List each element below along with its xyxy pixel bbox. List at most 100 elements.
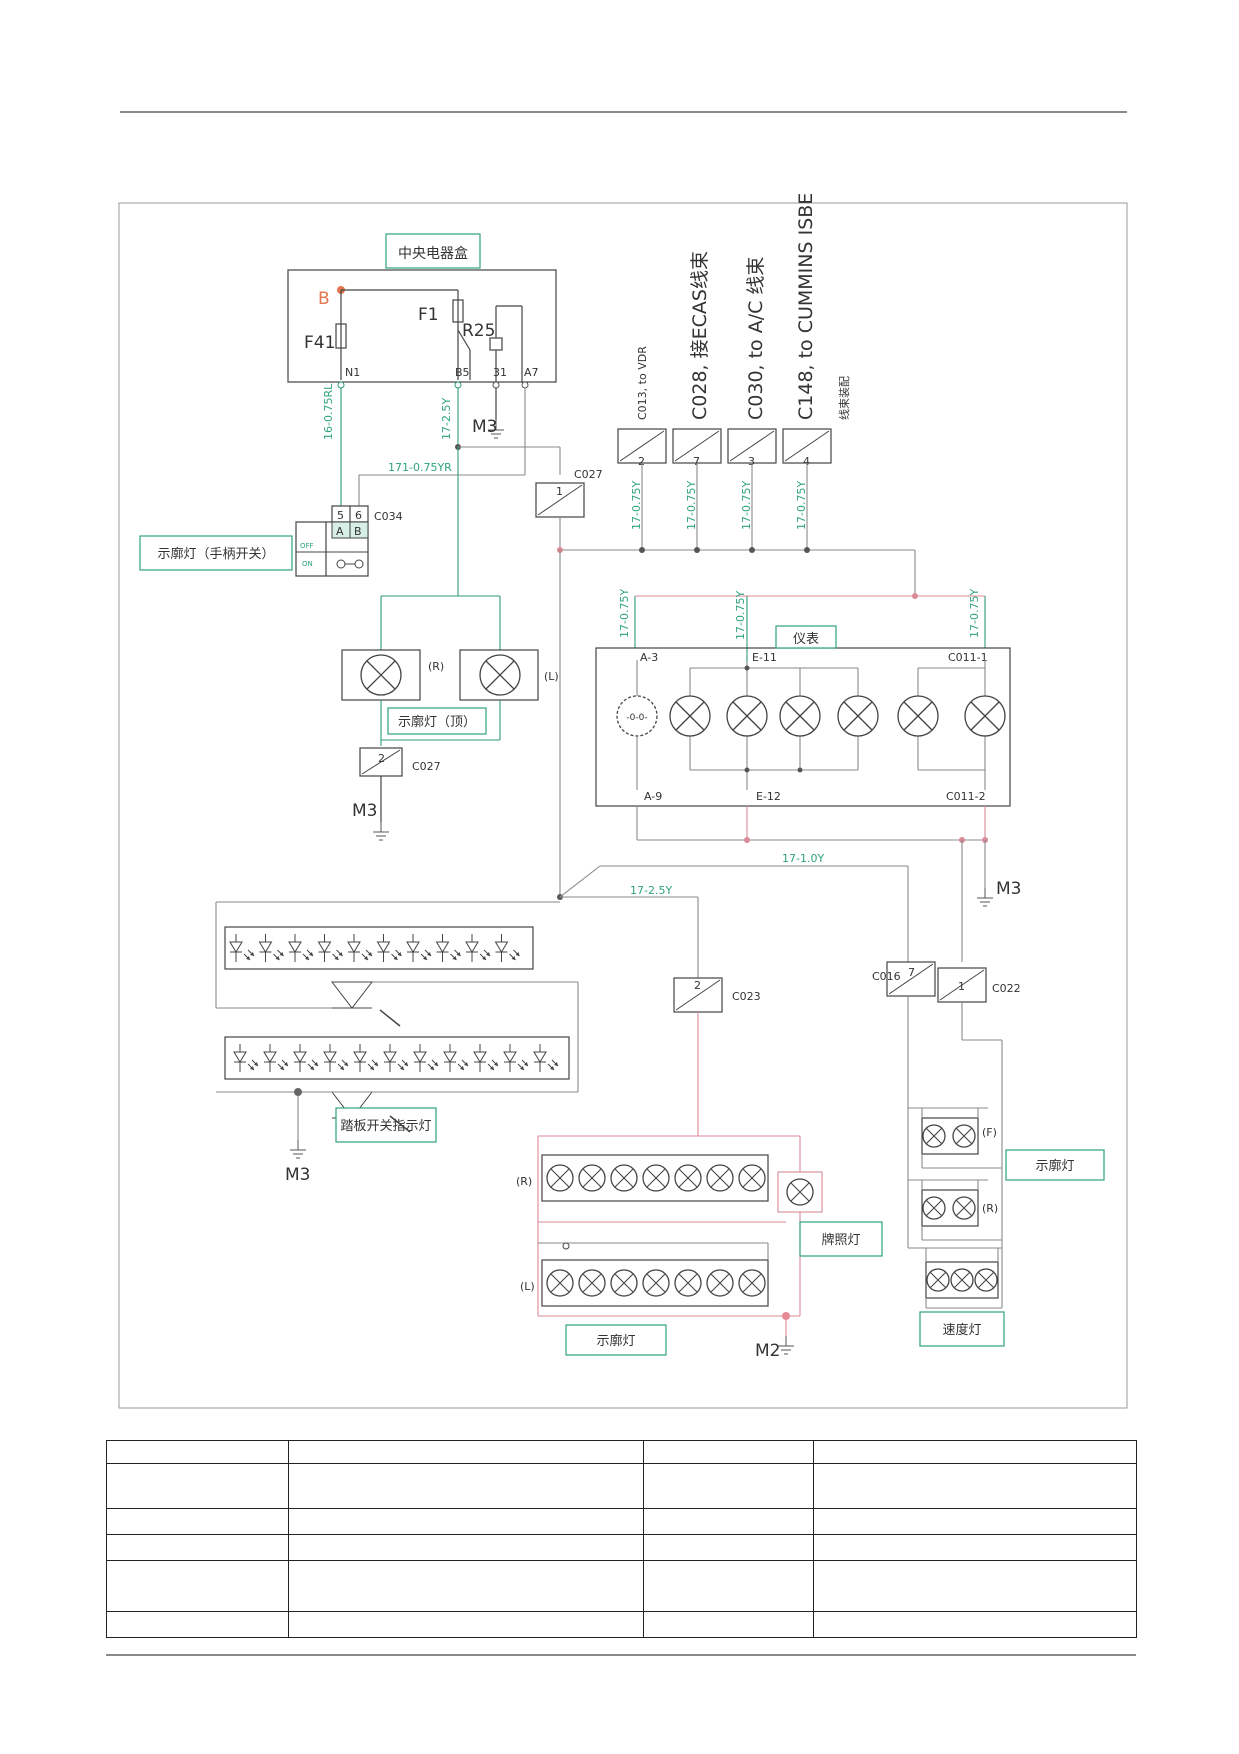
table-cell	[813, 1440, 1137, 1464]
indicator-led-bottom-7	[443, 1043, 469, 1073]
pin-b5: B5	[455, 366, 470, 379]
table-cell	[106, 1534, 289, 1561]
top-marker-lamp-r	[360, 654, 402, 696]
table-cell	[288, 1560, 644, 1612]
c027-top-label: C027	[574, 468, 603, 481]
inst-lamp-4	[837, 695, 879, 737]
pin-5: 5	[337, 509, 344, 522]
table-cell	[643, 1560, 814, 1612]
side-marker-f-2	[952, 1124, 976, 1148]
table-row	[106, 1440, 1137, 1464]
top-marker-lamp-l	[479, 654, 521, 696]
pin-a: A	[336, 525, 344, 538]
indicator-led-bottom-3	[323, 1043, 349, 1073]
inst-e12: E-12	[756, 790, 781, 803]
rear-marker-l-6	[738, 1269, 766, 1297]
ground-m3-top: M3	[472, 417, 497, 437]
inst-a9: A-9	[644, 790, 662, 803]
top-marker-lamps: (R) (L) 示廓灯（顶） 2 C027 M3	[341, 595, 559, 841]
wire-17-25y-mid: 17-2.5Y	[630, 884, 672, 897]
c022-label: C022	[992, 982, 1021, 995]
table-row	[106, 1463, 1137, 1509]
table-cell	[106, 1463, 289, 1509]
relay-r25-label: R25	[462, 321, 495, 341]
side-marker-r-2	[952, 1196, 976, 1220]
rear-marker-l-2	[610, 1269, 638, 1297]
inst-c011-2: C011-2	[946, 790, 986, 803]
diagram-frame	[118, 202, 1128, 1409]
ground-m3-mid: M3	[352, 801, 377, 821]
fuse-f41	[335, 323, 347, 349]
side-r-tag: (R)	[982, 1202, 998, 1215]
switch-on: ON	[302, 560, 313, 568]
c027-top-pin: 1	[556, 485, 563, 498]
table-cell	[643, 1463, 814, 1509]
indicator-led-top-7	[436, 933, 461, 963]
c148-to-cummins: C148, to CUMMINS ISBE	[795, 193, 817, 420]
top-lamp-l-tag: (L)	[544, 670, 559, 683]
rear-l-tag: (L)	[520, 1280, 535, 1293]
table-cell	[106, 1440, 289, 1464]
c023-label: C023	[732, 990, 761, 1003]
instrument-cluster: 仪表 A-3 E-11 C011-1 A-9 E-12 C011-2 -0-0-	[595, 625, 1011, 807]
rear-marker-l-5	[706, 1269, 734, 1297]
indicator-led-top-2	[288, 933, 314, 963]
pin-a7: A7	[524, 366, 539, 379]
indicator-led-bottom-0	[233, 1043, 259, 1073]
speed-light-label: 速度灯	[942, 1322, 981, 1338]
indicator-led-top-5	[377, 933, 402, 963]
central-electrical-box: 中央电器盒 B F41 F1 R25 N1 B5 31 A7	[287, 233, 557, 389]
side-marker-lamps: (F) (R) 示廓灯	[921, 1108, 1105, 1241]
wire-17-075y-7: 17-0.75Y	[968, 589, 981, 638]
pin-6: 6	[355, 509, 362, 522]
table-cell	[813, 1560, 1137, 1612]
speed-lamp-3	[974, 1268, 998, 1292]
indicator-led-top-0	[229, 933, 255, 963]
indicator-led-bottom-10	[533, 1043, 559, 1073]
wire-17-075y-4: 17-0.75Y	[795, 481, 808, 530]
wire-17-075y-6: 17-0.75Y	[734, 591, 747, 640]
plate-lamp	[786, 1178, 814, 1206]
rear-marker-l-1	[578, 1269, 606, 1297]
indicator-led-top-9	[495, 933, 520, 963]
table-cell	[288, 1463, 644, 1509]
inst-lamp-2	[726, 695, 768, 737]
connector-row: 2 7 3 4 C013, to VDR C028, 接ECAS线束 C030,…	[617, 193, 851, 468]
rear-marker-l-4	[674, 1269, 702, 1297]
c016-label: C016	[872, 970, 901, 983]
c022-pin: 1	[958, 980, 965, 993]
c148-sub: 线束装配	[837, 376, 851, 420]
table-cell	[288, 1440, 644, 1464]
table-row	[106, 1560, 1137, 1612]
table-cell	[813, 1463, 1137, 1509]
ground-m3-right: M3	[996, 879, 1021, 899]
wire-17-075y-2: 17-0.75Y	[685, 481, 698, 530]
c030-to-ac: C030, to A/C 线束	[745, 257, 767, 420]
table-cell	[106, 1508, 289, 1535]
table-cell	[288, 1534, 644, 1561]
wire-17-075y-5: 17-0.75Y	[618, 589, 631, 638]
table-row	[106, 1534, 1137, 1561]
step-switch-label: 踏板开关指示灯	[340, 1119, 431, 1134]
ground-m2: M2	[755, 1341, 780, 1361]
rear-marker-lamps: (R) (L) M2 牌照灯 示廓灯	[516, 1136, 883, 1361]
wire-17-25y-top: 17-2.5Y	[440, 398, 453, 440]
marker-top-label: 示廓灯（顶）	[398, 714, 476, 730]
side-f-tag: (F)	[982, 1126, 997, 1139]
rear-marker-r-4	[674, 1164, 702, 1192]
pin-b: B	[354, 525, 362, 538]
rear-r-tag: (R)	[516, 1175, 532, 1188]
indicator-led-top-8	[465, 933, 491, 963]
table-cell	[813, 1534, 1137, 1561]
inst-lamp-1	[669, 695, 711, 737]
rear-marker-r-0	[546, 1164, 574, 1192]
svg-text:-0-0-: -0-0-	[626, 713, 647, 723]
side-marker-f-1	[922, 1124, 946, 1148]
table-cell	[288, 1611, 644, 1638]
top-lamp-r-tag: (R)	[428, 660, 444, 673]
step-switch-indicator: M3 踏板开关指示灯	[215, 901, 579, 1185]
indicator-led-top-6	[406, 933, 432, 963]
table-row	[106, 1508, 1137, 1535]
table-cell	[106, 1611, 289, 1638]
c013-pin: 2	[638, 455, 645, 468]
